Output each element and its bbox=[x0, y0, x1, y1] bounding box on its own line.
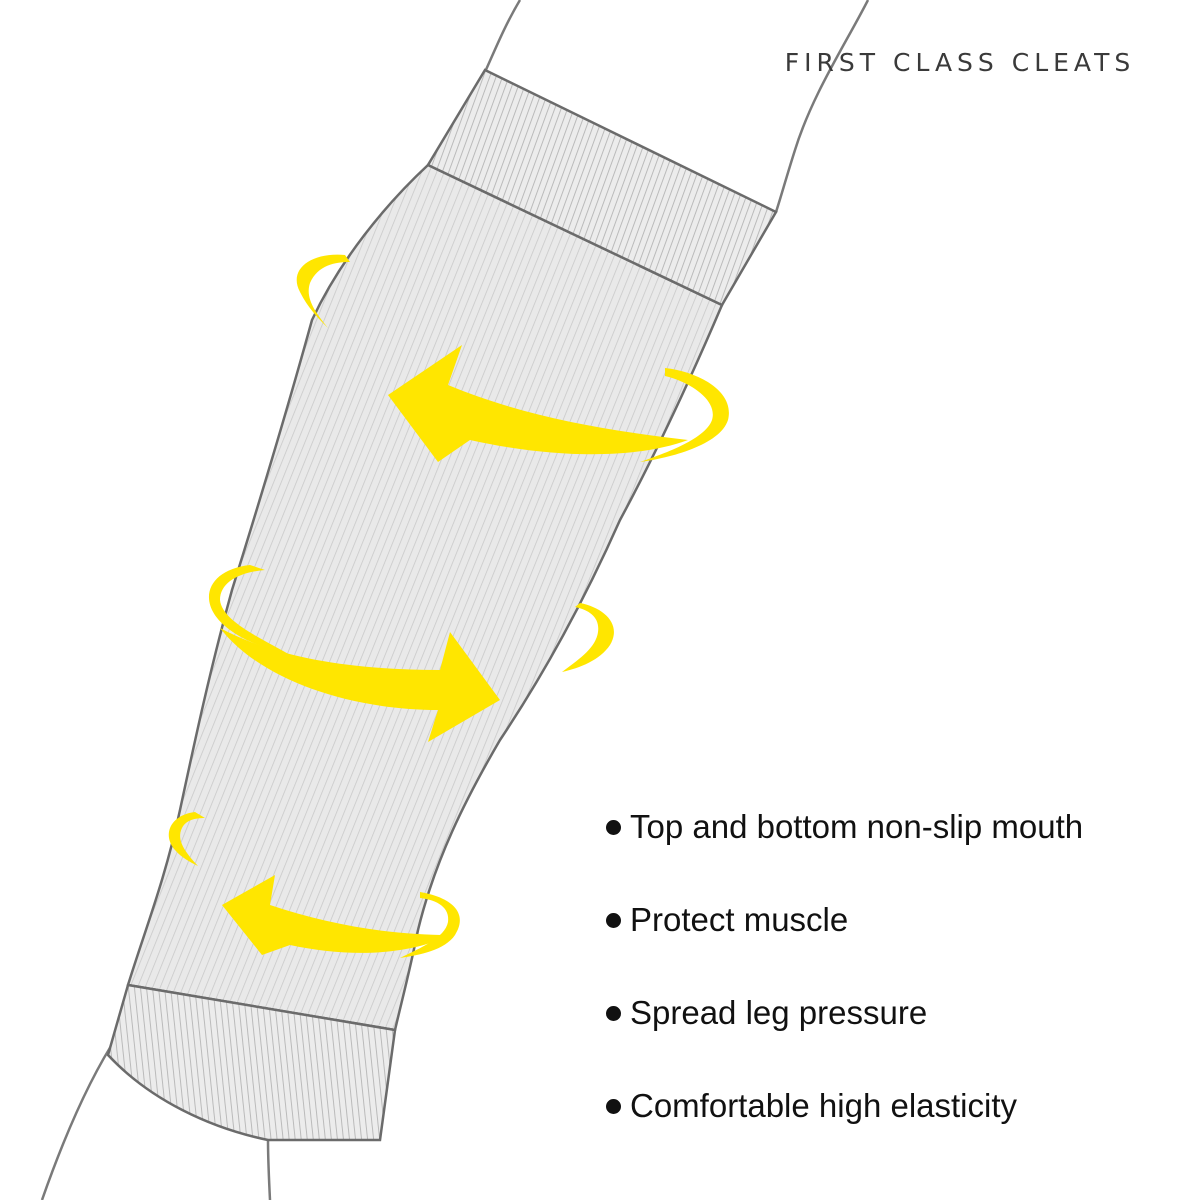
bullet-dot-icon bbox=[606, 913, 621, 928]
feature-item: Protect muscle bbox=[606, 898, 1186, 991]
feature-item: Top and bottom non-slip mouth bbox=[606, 805, 1186, 898]
feature-label: Protect muscle bbox=[630, 901, 849, 938]
feature-label: Comfortable high elasticity bbox=[630, 1087, 1018, 1124]
brand-logo: FIRST CLASS CLEATS bbox=[784, 48, 1136, 77]
feature-label: Top and bottom non-slip mouth bbox=[630, 808, 1084, 845]
arrows bbox=[168, 254, 729, 958]
feature-item: Spread leg pressure bbox=[606, 991, 1186, 1084]
feature-label: Spread leg pressure bbox=[630, 994, 928, 1031]
rotate-left-arrow-icon bbox=[296, 254, 729, 462]
feature-item: Comfortable high elasticity bbox=[606, 1084, 1186, 1177]
top-cuff bbox=[426, 68, 778, 307]
bullet-dot-icon bbox=[606, 1099, 621, 1114]
bottom-cuff bbox=[106, 983, 397, 1142]
rotate-left-arrow-icon bbox=[168, 812, 460, 958]
bullet-dot-icon bbox=[606, 820, 621, 835]
feature-list: Top and bottom non-slip mouth Protect mu… bbox=[606, 805, 1186, 1177]
bullet-dot-icon bbox=[606, 1006, 621, 1021]
rotate-right-arrow-icon bbox=[208, 565, 614, 742]
